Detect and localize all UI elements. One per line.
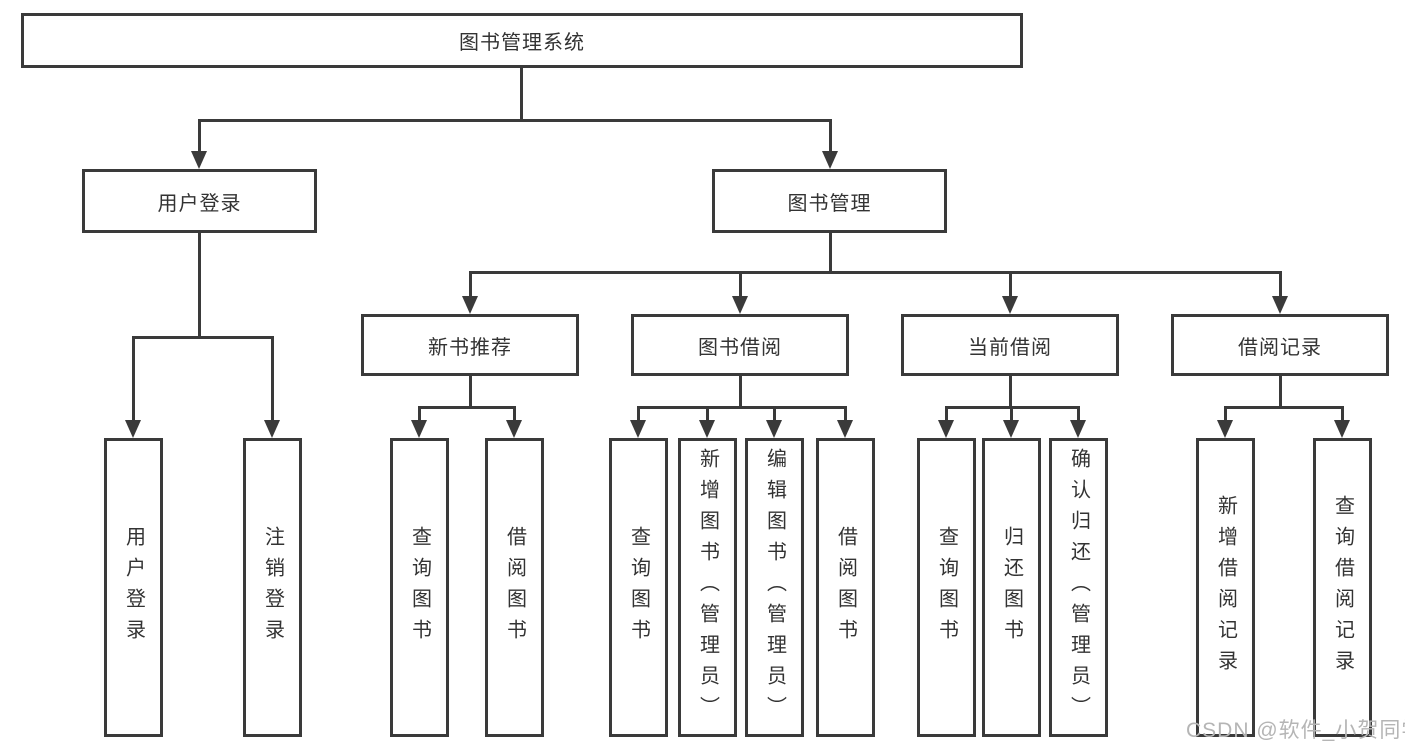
connector-drop-user-login xyxy=(198,119,201,155)
arrow-down-icon xyxy=(1334,420,1350,438)
connector-drop xyxy=(1077,406,1080,422)
node-user-login: 用户登录 xyxy=(82,169,317,233)
arrow-down-icon xyxy=(1003,420,1019,438)
leaf-borrow-books-recommend: 借阅图书 xyxy=(485,438,544,737)
connector-drop xyxy=(773,406,776,422)
arrow-down-icon xyxy=(1070,420,1086,438)
leaf-borrow-books: 借阅图书 xyxy=(816,438,875,737)
leaf-edit-books-admin: 编辑图书（管理员） xyxy=(745,438,804,737)
connector-stem-current-borrow xyxy=(1009,376,1012,406)
arrow-down-icon xyxy=(1217,420,1233,438)
arrow-down-icon xyxy=(1002,296,1018,314)
connector-stem-borrow-records xyxy=(1279,376,1282,406)
leaf-query-books-recommend: 查询图书 xyxy=(390,438,449,737)
arrow-down-icon xyxy=(462,296,478,314)
connector-drop xyxy=(418,406,421,422)
connector-drop xyxy=(706,406,709,422)
node-new-book-recommend: 新书推荐 xyxy=(361,314,579,376)
connector-drop-logout xyxy=(271,336,274,422)
connector-drop-borrow-records xyxy=(1279,271,1282,298)
connector-drop xyxy=(1341,406,1344,422)
connector-stem-book-management xyxy=(829,233,832,271)
connector-bus-level2 xyxy=(469,271,1281,274)
connector-bus-user-login xyxy=(132,336,274,339)
arrow-down-icon xyxy=(732,296,748,314)
connector-bus-book-borrow xyxy=(637,406,846,409)
node-current-borrowing: 当前借阅 xyxy=(901,314,1119,376)
arrow-down-icon xyxy=(699,420,715,438)
leaf-user-login: 用户登录 xyxy=(104,438,163,737)
arrow-down-icon xyxy=(938,420,954,438)
arrow-down-icon xyxy=(630,420,646,438)
connector-drop xyxy=(1224,406,1227,422)
connector-drop xyxy=(945,406,948,422)
arrow-down-icon xyxy=(1272,296,1288,314)
leaf-query-borrow-record: 查询借阅记录 xyxy=(1313,438,1372,737)
connector-drop xyxy=(1010,406,1013,422)
arrow-down-icon xyxy=(125,420,141,438)
leaf-return-books: 归还图书 xyxy=(982,438,1041,737)
connector-stem-user-login xyxy=(198,233,201,336)
csdn-watermark: CSDN @软件_小贺同学 xyxy=(1186,719,1405,742)
connector-bus-new-book xyxy=(418,406,515,409)
arrow-down-icon xyxy=(191,151,207,169)
arrow-down-icon xyxy=(506,420,522,438)
connector-drop xyxy=(513,406,516,422)
node-book-borrowing: 图书借阅 xyxy=(631,314,849,376)
leaf-query-books-current: 查询图书 xyxy=(917,438,976,737)
connector-drop-login xyxy=(132,336,135,422)
leaf-confirm-return-admin: 确认归还（管理员） xyxy=(1049,438,1108,737)
arrow-down-icon xyxy=(766,420,782,438)
node-library-management-system: 图书管理系统 xyxy=(21,13,1023,68)
arrow-down-icon xyxy=(822,151,838,169)
arrow-down-icon xyxy=(837,420,853,438)
connector-drop-book-borrow xyxy=(739,271,742,298)
connector-stem-book-borrow xyxy=(739,376,742,406)
connector-drop-new-book xyxy=(469,271,472,298)
connector-stem-root xyxy=(520,68,523,121)
connector-stem-new-book xyxy=(469,376,472,406)
node-borrow-records: 借阅记录 xyxy=(1171,314,1389,376)
leaf-query-books-borrow: 查询图书 xyxy=(609,438,668,737)
node-book-management: 图书管理 xyxy=(712,169,947,233)
connector-bus-level1 xyxy=(198,119,831,122)
leaf-logout: 注销登录 xyxy=(243,438,302,737)
arrow-down-icon xyxy=(411,420,427,438)
leaf-add-borrow-record: 新增借阅记录 xyxy=(1196,438,1255,737)
connector-drop-current-borrow xyxy=(1009,271,1012,298)
leaf-add-books-admin: 新增图书（管理员） xyxy=(678,438,737,737)
connector-drop-book-management xyxy=(829,119,832,155)
connector-bus-borrow-records xyxy=(1224,406,1343,409)
connector-drop xyxy=(637,406,640,422)
arrow-down-icon xyxy=(264,420,280,438)
connector-drop xyxy=(844,406,847,422)
